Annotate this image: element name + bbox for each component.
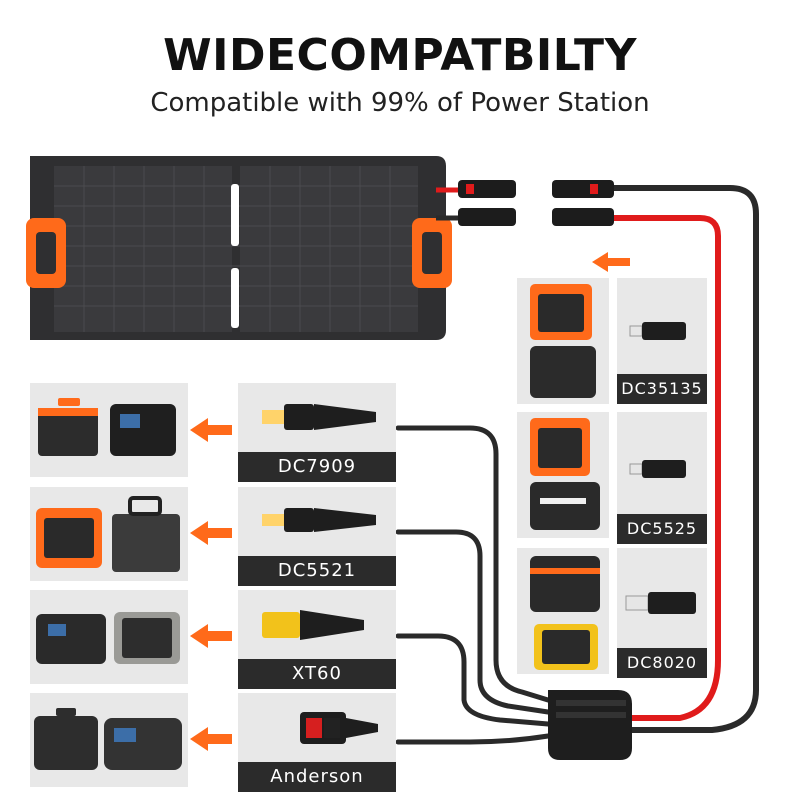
cable-xt60 [395, 633, 551, 727]
dc-plug-icon [262, 410, 284, 424]
mc4-mate-red [552, 180, 614, 198]
orange-arrows [190, 252, 630, 751]
power-station-black [530, 556, 600, 612]
label-dc8020: DC8020 [617, 648, 707, 678]
cable-dc7909 [395, 425, 551, 703]
label-anderson: Anderson [238, 762, 396, 792]
red-input-cable [609, 215, 721, 721]
power-station-black [110, 404, 176, 456]
mc4-mate-black [552, 208, 614, 226]
solar-panel [26, 156, 452, 340]
station-tiles-right [517, 278, 609, 674]
arrow-icon [190, 521, 232, 545]
connector-tiles-left [238, 383, 396, 763]
label-dc7909: DC7909 [238, 452, 396, 482]
dc-plug-icon [625, 595, 649, 611]
power-station-black [34, 716, 98, 770]
label-xt60: XT60 [238, 659, 396, 689]
xt60-plug-icon [262, 612, 300, 638]
arrow-icon [190, 727, 232, 751]
cable-dc5521 [395, 529, 551, 715]
dc-plug-icon [262, 514, 284, 526]
connector-tiles-right [617, 278, 707, 648]
power-station-black [104, 718, 182, 770]
label-dc5521: DC5521 [238, 556, 396, 586]
power-station-black [530, 346, 596, 398]
arrow-icon [190, 624, 232, 648]
power-station-orange [38, 408, 98, 456]
dc-plug-icon [629, 325, 643, 337]
y-splitter-connector [548, 690, 632, 760]
power-station-black [530, 482, 600, 530]
cable-anderson [395, 733, 551, 745]
mc4-connector-black [458, 208, 516, 226]
station-tiles-left [30, 383, 188, 787]
panel-leads [436, 180, 614, 226]
power-station-gray [112, 514, 180, 572]
label-dc35135: DC35135 [617, 374, 707, 404]
page-title: WIDECOMPATBILTY [163, 30, 637, 81]
arrow-icon [592, 252, 630, 272]
power-station-black [36, 614, 106, 664]
page-subtitle: Compatible with 99% of Power Station [150, 88, 650, 118]
arrow-icon [190, 418, 232, 442]
cables [395, 185, 759, 745]
label-dc5525: DC5525 [617, 514, 707, 544]
dc-plug-icon [629, 463, 643, 475]
black-input-cable [609, 185, 759, 733]
